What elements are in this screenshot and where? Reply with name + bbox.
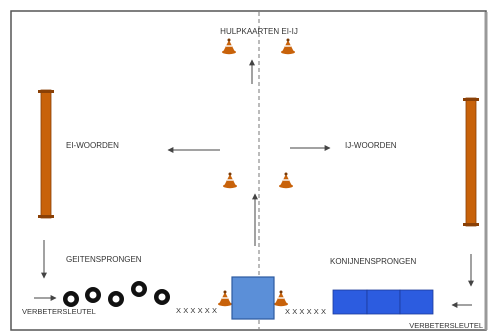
crosses-right: XXXXXX — [285, 307, 328, 316]
label-geitensprongen: GEITENSPRONGEN — [66, 255, 142, 264]
crosses-left: XXXXXX — [176, 306, 219, 315]
label-ei-woorden: EI-WOORDEN — [66, 141, 119, 150]
ring-5 — [154, 289, 170, 305]
label-key-left: VERBETERSLEUTEL — [22, 307, 96, 316]
orange-bar-left — [38, 89, 54, 219]
ring-3 — [108, 291, 124, 307]
ring-1 — [63, 291, 79, 307]
ring-4 — [131, 281, 147, 297]
blue-mat-2 — [366, 289, 401, 315]
label-top: HULPKAARTEN EI-IJ — [220, 27, 298, 36]
ring-2 — [85, 287, 101, 303]
orange-bar-right — [463, 97, 479, 227]
blue-mat-1 — [332, 289, 368, 315]
blue-mats — [332, 289, 434, 315]
label-ij-woorden: IJ-WOORDEN — [345, 141, 397, 150]
label-key-right: VERBETERSLEUTEL — [409, 321, 483, 330]
label-konijnensprongen: KONIJNENSPRONGEN — [330, 257, 416, 266]
center-box — [231, 276, 275, 320]
blue-mat-3 — [399, 289, 434, 315]
